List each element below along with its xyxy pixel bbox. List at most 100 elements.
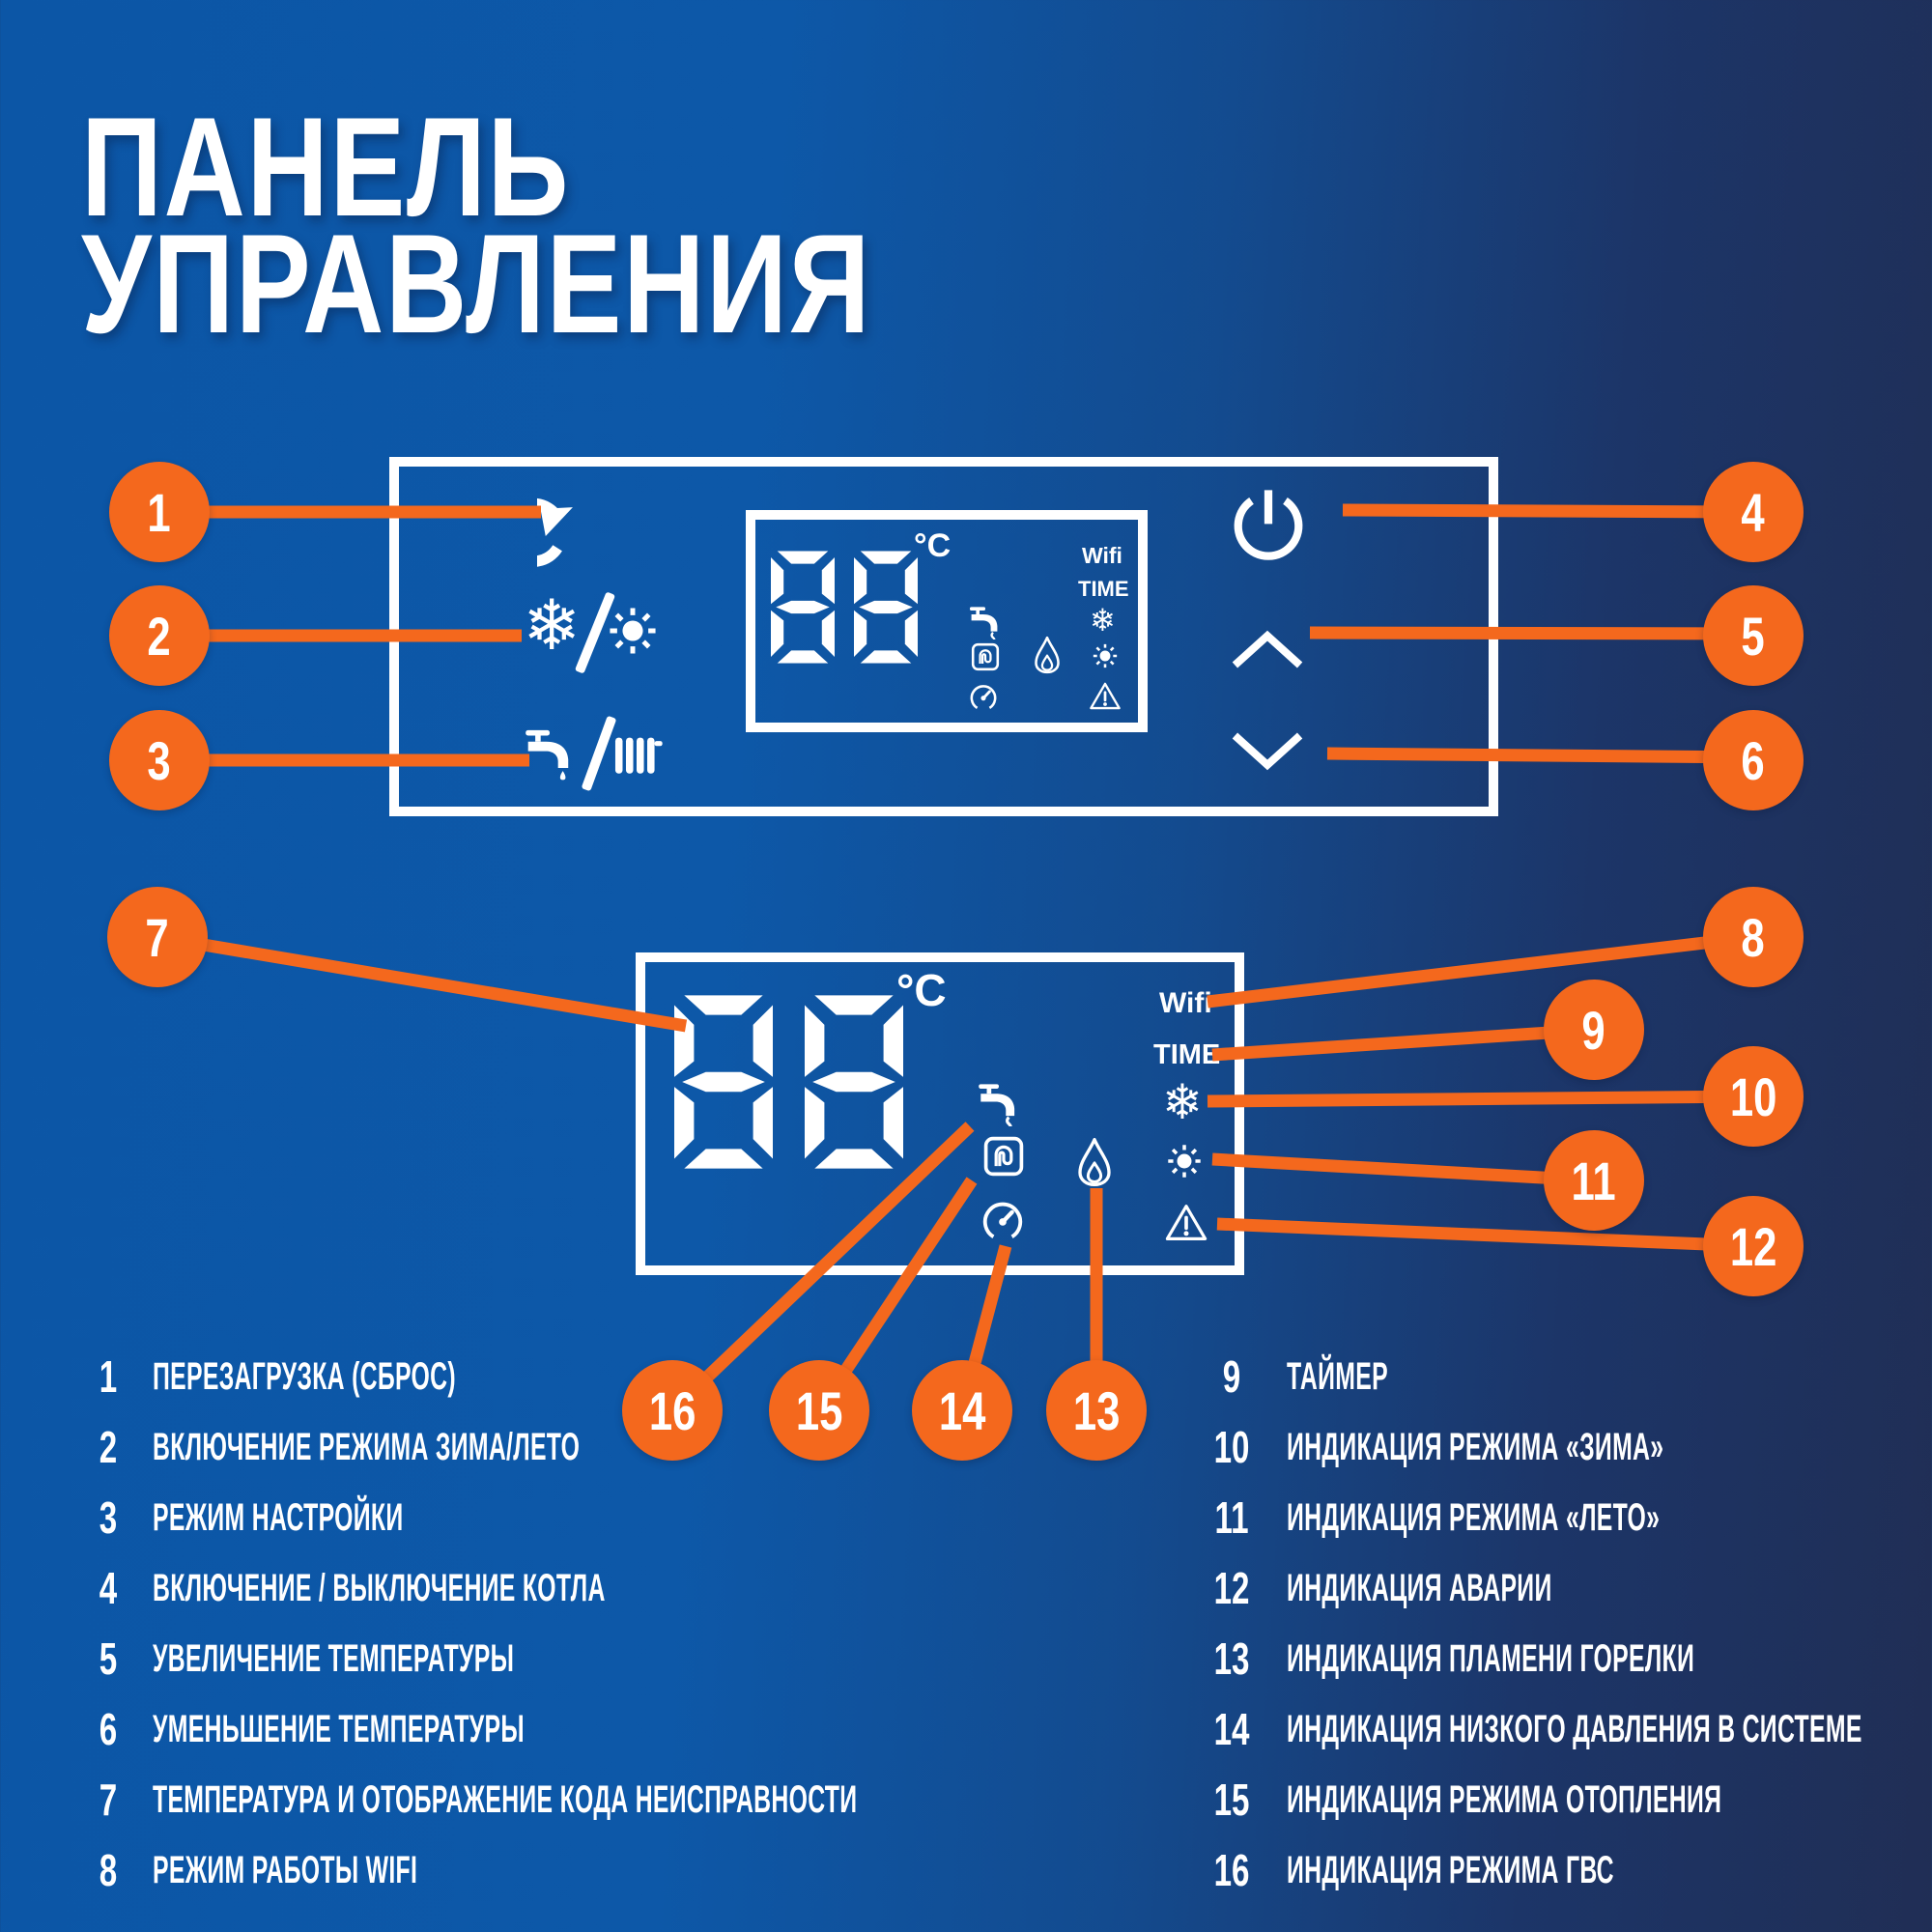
legend-number: 9 [1222, 1351, 1241, 1402]
callout-4: 4 [1703, 462, 1804, 562]
legend-item-15: 15 ИНДИКАЦИЯ РЕЖИМА ОТОПЛЕНИЯ [1198, 1765, 1932, 1834]
legend-item-12: 12 ИНДИКАЦИЯ АВАРИИ [1198, 1553, 1715, 1623]
callout-1-number: 1 [147, 481, 172, 543]
legend-number: 7 [99, 1775, 118, 1825]
legend-item-16: 16 ИНДИКАЦИЯ РЕЖИМА ГВС [1198, 1835, 1815, 1905]
legend-item-3: 3 РЕЖИМ НАСТРОЙКИ [85, 1483, 556, 1552]
callout-15-number: 15 [795, 1379, 843, 1441]
legend-label: ИНДИКАЦИЯ РЕЖИМА «ЛЕТО» [1287, 1495, 1661, 1539]
wifi-label-zoom: Wifi [1159, 987, 1212, 1019]
legend-number: 6 [99, 1704, 118, 1754]
legend-number: 1 [99, 1351, 118, 1402]
leader-line-16 [668, 1122, 975, 1415]
legend-number: 2 [99, 1422, 118, 1472]
legend-item-9: 9 ТАЙМЕР [1198, 1342, 1450, 1411]
callout-13: 13 [1046, 1360, 1147, 1461]
snowflake-indicator-icon-zoom: ❄ [1162, 1075, 1203, 1129]
callout-10: 10 [1703, 1046, 1804, 1147]
wifi-label: Wifi [1082, 543, 1122, 568]
callout-3: 3 [109, 710, 210, 810]
callout-16: 16 [622, 1360, 723, 1461]
callout-9: 9 [1544, 980, 1644, 1080]
legend-label: ИНДИКАЦИЯ РЕЖИМА «ЗИМА» [1287, 1425, 1664, 1468]
callout-5: 5 [1703, 585, 1804, 686]
callout-2: 2 [109, 585, 210, 686]
page-title-line2: УПРАВЛЕНИЯ [81, 205, 872, 362]
callout-7: 7 [107, 887, 208, 987]
legend-label: РЕЖИМ НАСТРОЙКИ [153, 1495, 404, 1539]
leader-line-12 [1216, 1217, 1754, 1253]
leader-line-5 [1309, 626, 1754, 640]
degree-unit-zoom: °C [896, 965, 947, 1015]
legend-number: 15 [1213, 1775, 1250, 1825]
snowflake-icon: ❄ [523, 587, 582, 665]
legend-item-13: 13 ИНДИКАЦИЯ ПЛАМЕНИ ГОРЕЛКИ [1198, 1624, 1932, 1693]
page-title: ПАНЕЛЬ УПРАВЛЕНИЯ [81, 88, 872, 362]
legend-label: УМЕНЬШЕНИЕ ТЕМПЕРАТУРЫ [153, 1707, 525, 1750]
legend-label: ИНДИКАЦИЯ НИЗКОГО ДАВЛЕНИЯ В СИСТЕМЕ [1287, 1707, 1862, 1750]
page-title-line1: ПАНЕЛЬ [81, 88, 571, 245]
legend-item-1: 1 ПЕРЕЗАГРУЗКА (СБРОС) [85, 1342, 641, 1411]
legend-number: 14 [1213, 1704, 1250, 1754]
callout-11-number: 11 [1571, 1150, 1617, 1211]
legend-number: 13 [1213, 1634, 1250, 1684]
legend-number: 12 [1213, 1563, 1250, 1613]
legend-label: ВКЛЮЧЕНИЕ / ВЫКЛЮЧЕНИЕ КОТЛА [153, 1566, 606, 1609]
legend-number: 11 [1214, 1492, 1249, 1543]
leader-line-4 [1342, 503, 1754, 519]
legend-label: ИНДИКАЦИЯ РЕЖИМА ОТОПЛЕНИЯ [1287, 1777, 1722, 1821]
callout-1: 1 [109, 462, 210, 562]
time-label-zoom: TIME [1153, 1039, 1221, 1070]
callout-14: 14 [912, 1360, 1012, 1461]
callout-14-number: 14 [938, 1379, 986, 1441]
legend-number: 8 [99, 1845, 118, 1895]
callout-13-number: 13 [1072, 1379, 1121, 1441]
callout-12: 12 [1703, 1196, 1804, 1296]
leader-line-9 [1211, 1023, 1595, 1062]
callout-3-number: 3 [147, 729, 172, 791]
legend-label: ИНДИКАЦИЯ ПЛАМЕНИ ГОРЕЛКИ [1287, 1636, 1695, 1680]
legend-label: ТАЙМЕР [1287, 1354, 1388, 1398]
legend-label: ТЕМПЕРАТУРА И ОТОБРАЖЕНИЕ КОДА НЕИСПРАВН… [153, 1777, 858, 1821]
legend-label: ВКЛЮЧЕНИЕ РЕЖИМА ЗИМА/ЛЕТО [153, 1425, 581, 1468]
callout-5-number: 5 [1741, 605, 1766, 667]
legend-label: ИНДИКАЦИЯ РЕЖИМА ГВС [1287, 1848, 1614, 1891]
callout-8-number: 8 [1741, 906, 1766, 968]
callout-7-number: 7 [145, 906, 170, 968]
callout-6: 6 [1703, 710, 1804, 810]
leader-line-6 [1326, 747, 1754, 764]
legend-number: 4 [99, 1563, 118, 1613]
callout-6-number: 6 [1741, 729, 1766, 791]
legend-item-2: 2 ВКЛЮЧЕНИЕ РЕЖИМА ЗИМА/ЛЕТО [85, 1412, 841, 1482]
legend-number: 16 [1213, 1845, 1250, 1895]
legend-item-10: 10 ИНДИКАЦИЯ РЕЖИМА «ЗИМА» [1198, 1412, 1895, 1482]
legend-item-5: 5 УВЕЛИЧЕНИЕ ТЕМПЕРАТУРЫ [85, 1624, 736, 1693]
callout-9-number: 9 [1581, 999, 1606, 1061]
legend-item-14: 14 ИНДИКАЦИЯ НИЗКОГО ДАВЛЕНИЯ В СИСТЕМЕ [1198, 1694, 1932, 1764]
leader-line-10 [1207, 1090, 1754, 1108]
legend-number: 10 [1213, 1422, 1250, 1472]
legend-label: УВЕЛИЧЕНИЕ ТЕМПЕРАТУРЫ [153, 1636, 515, 1680]
callout-16-number: 16 [648, 1379, 696, 1441]
callout-4-number: 4 [1741, 481, 1766, 543]
callout-11: 11 [1544, 1130, 1644, 1231]
legend-label: ПЕРЕЗАГРУЗКА (СБРОС) [153, 1354, 456, 1398]
callout-8: 8 [1703, 887, 1804, 987]
leader-line-8 [1207, 930, 1754, 1009]
legend-number: 3 [99, 1492, 118, 1543]
legend-number: 5 [99, 1634, 118, 1684]
legend-item-6: 6 УМЕНЬШЕНИЕ ТЕМПЕРАТУРЫ [85, 1694, 753, 1764]
legend-item-4: 4 ВКЛЮЧЕНИЕ / ВЫКЛЮЧЕНИЕ КОТЛА [85, 1553, 883, 1623]
display-outline [746, 510, 1148, 732]
legend-label: ИНДИКАЦИЯ АВАРИИ [1287, 1566, 1552, 1609]
leader-line-11 [1211, 1152, 1595, 1187]
leader-line-7 [156, 930, 688, 1033]
display-zoom-outline [636, 952, 1244, 1275]
legend-item-11: 11 ИНДИКАЦИЯ РЕЖИМА «ЛЕТО» [1198, 1483, 1889, 1552]
snowflake-indicator-icon: ❄ [1090, 603, 1116, 638]
callout-12-number: 12 [1729, 1215, 1777, 1277]
callout-15: 15 [769, 1360, 869, 1461]
